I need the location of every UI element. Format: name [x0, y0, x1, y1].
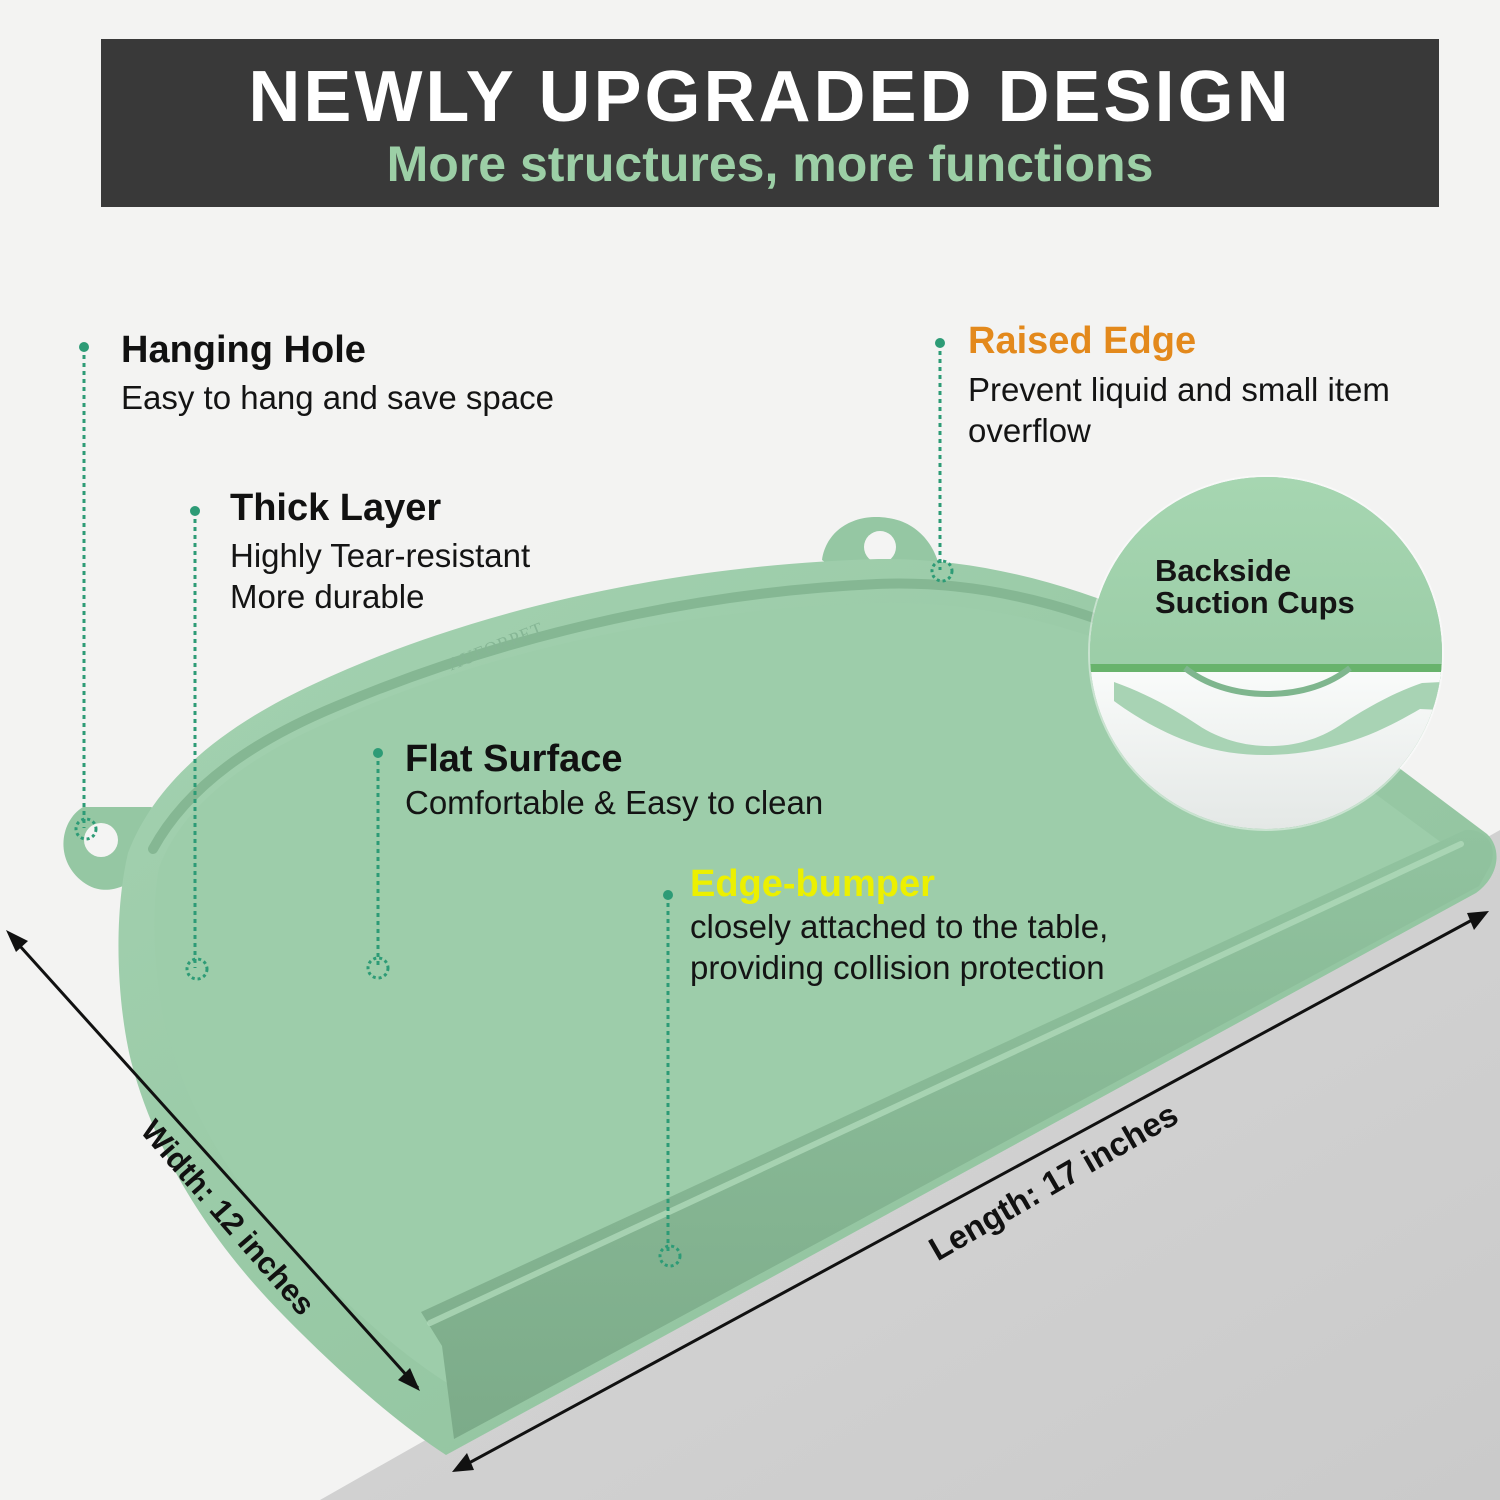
leader-dot-raised-edge-top — [935, 338, 945, 348]
header-subtitle: More structures, more functions — [386, 136, 1154, 192]
leader-dot-thick-layer-top — [190, 506, 200, 516]
callout-raised-edge: Raised Edge Prevent liquid and small ite… — [968, 320, 1468, 452]
leader-dot-thick-layer-bottom — [185, 957, 209, 981]
width-arrow-start-icon — [6, 930, 28, 952]
edge-bumper-title: Edge-bumper — [690, 863, 935, 905]
width-dimension-line — [8, 933, 420, 1390]
zoom-callout-label: Backside Suction Cups — [1155, 555, 1405, 618]
hanging-hole-description: Easy to hang and save space — [121, 379, 554, 417]
thick-layer-description-line2: More durable — [230, 577, 425, 615]
edge-bumper-highlight — [427, 841, 1464, 1326]
suction-cup-closeup — [1090, 477, 1442, 829]
leader-dot-edge-bumper-top — [663, 890, 673, 900]
length-arrow-start-icon — [452, 1453, 474, 1472]
leader-dot-hanging-hole-top — [79, 342, 89, 352]
leader-dot-edge-bumper-bottom — [658, 1244, 682, 1268]
callout-hanging-hole: Hanging Hole Easy to hang and save space — [121, 329, 554, 419]
length-dimension-line — [455, 911, 1486, 1472]
header-banner: NEWLY UPGRADED DESIGN More structures, m… — [101, 39, 1439, 207]
flat-surface-title: Flat Surface — [405, 738, 623, 780]
raised-edge-title: Raised Edge — [968, 320, 1197, 362]
leader-dot-hanging-hole-bottom — [74, 817, 98, 841]
edge-bumper-description-line2: providing collision protection — [690, 948, 1105, 986]
zoom-callout-line2: Suction Cups — [1155, 584, 1355, 620]
thick-layer-title: Thick Layer — [230, 487, 442, 529]
leader-dot-flat-surface-bottom — [366, 956, 390, 980]
length-arrow-end-icon — [1467, 911, 1489, 930]
edge-bumper-description-line1: closely attached to the table, — [690, 908, 1109, 946]
width-arrow-end-icon — [398, 1368, 420, 1391]
edge-bumper — [421, 829, 1493, 1439]
zoom-callout-line1: Backside — [1155, 553, 1292, 588]
callout-flat-surface: Flat Surface Comfortable & Easy to clean — [405, 738, 824, 824]
hanging-hole-title: Hanging Hole — [121, 329, 366, 371]
thick-layer-description-line1: Highly Tear-resistant — [230, 537, 531, 575]
leader-dot-raised-edge-bottom — [930, 559, 954, 583]
leader-dot-flat-surface-top — [373, 748, 383, 758]
flat-surface-description: Comfortable & Easy to clean — [405, 784, 824, 822]
raised-edge-ridge — [148, 578, 1284, 854]
callout-thick-layer: Thick Layer Highly Tear-resistant More d… — [230, 487, 531, 618]
zoom-suction-cup-callout: Backside Suction Cups — [1090, 477, 1442, 829]
header-title: NEWLY UPGRADED DESIGN — [248, 57, 1292, 137]
raised-edge-description: Prevent liquid and small item overflow — [968, 371, 1390, 449]
callout-edge-bumper: Edge-bumper closely attached to the tabl… — [690, 863, 1109, 989]
